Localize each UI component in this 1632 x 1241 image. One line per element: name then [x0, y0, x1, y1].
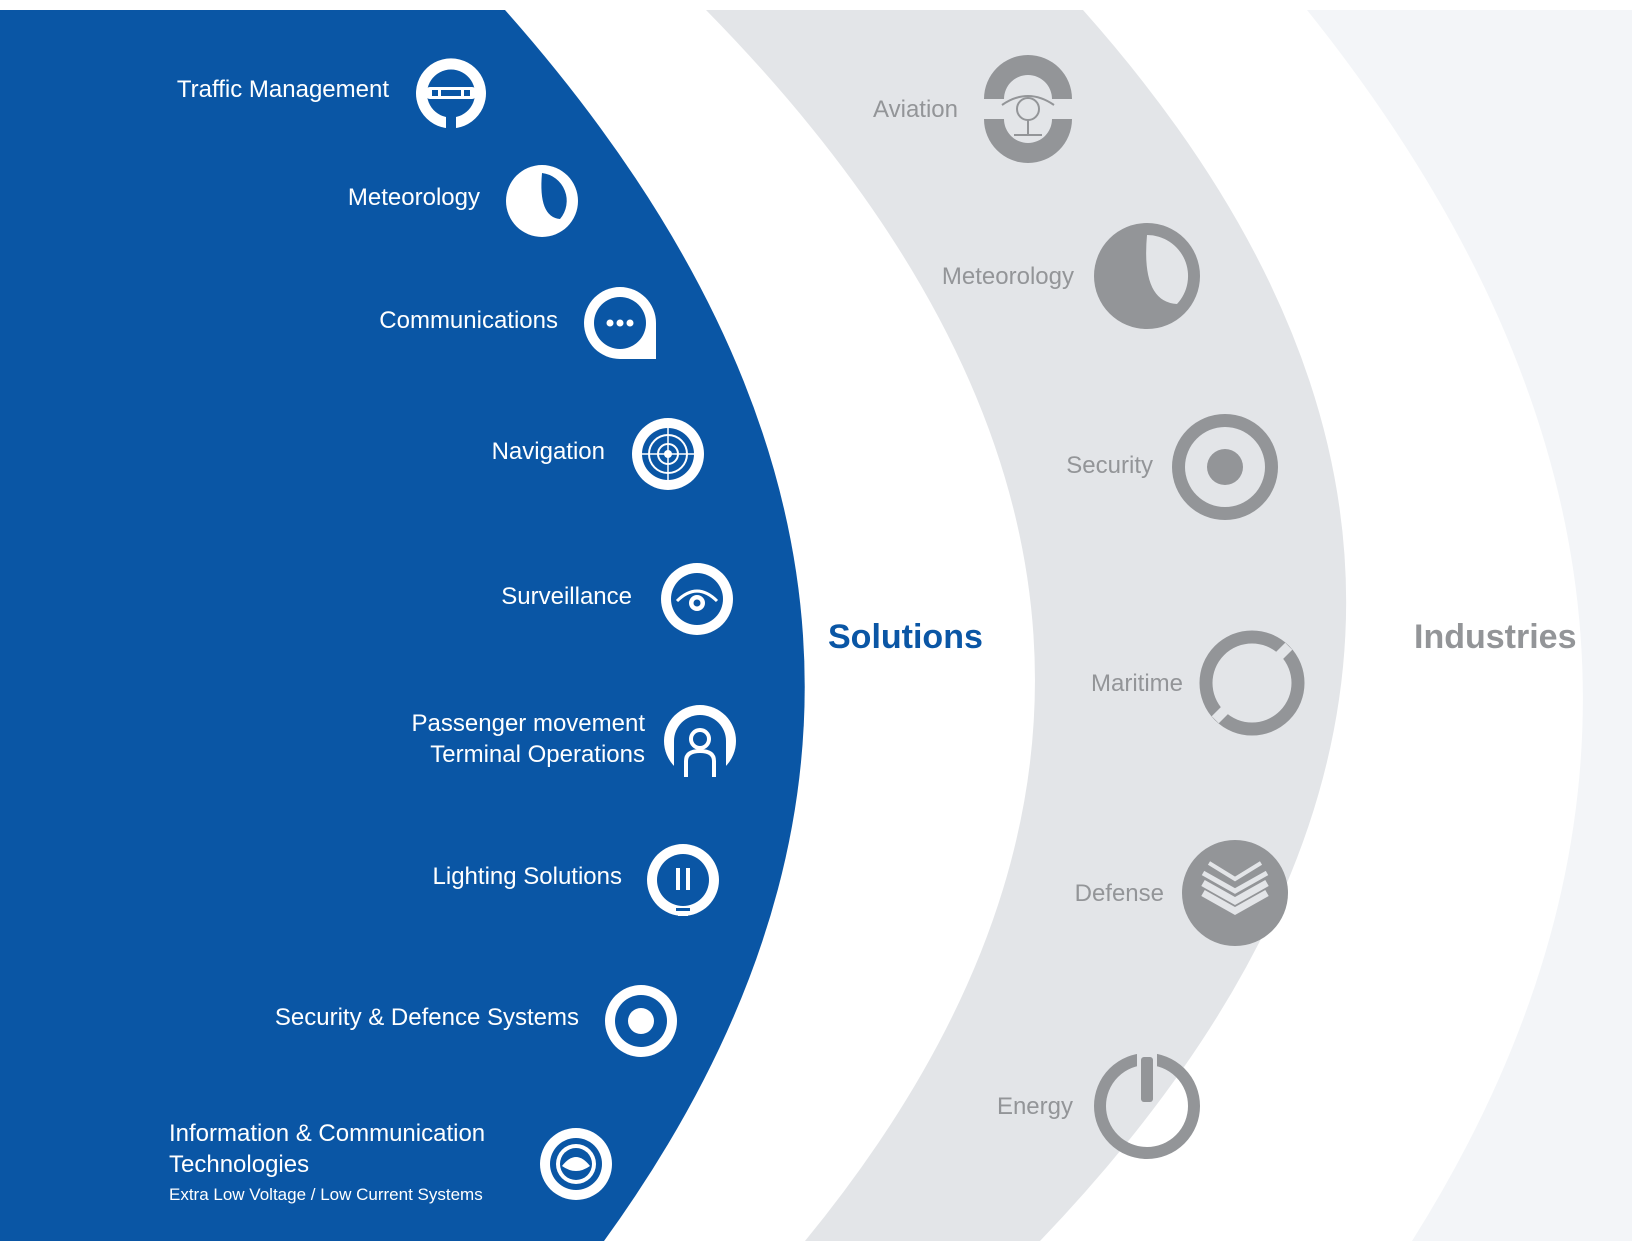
- solution-label: Surveillance: [501, 583, 632, 610]
- lighting-icon: [647, 844, 719, 916]
- aviation-icon: [984, 55, 1072, 163]
- solution-label-line-1: Information & Communication: [169, 1120, 486, 1147]
- ict-icon: [540, 1128, 612, 1200]
- defense-icon: [1182, 840, 1288, 946]
- solution-label: Lighting Solutions: [432, 863, 622, 890]
- communications-icon: [584, 287, 656, 359]
- industry-label: Meteorology: [941, 263, 1074, 290]
- meteorology-icon: [1094, 223, 1200, 329]
- navigation-icon: [632, 418, 704, 490]
- industries-heading: Industries: [1414, 618, 1577, 656]
- solution-label-line-1: Passenger movement: [411, 710, 645, 737]
- industry-label: Aviation: [873, 96, 958, 123]
- solutions-heading: Solutions: [828, 618, 983, 656]
- solution-label: Navigation: [491, 438, 605, 465]
- outer-band: [1307, 10, 1632, 1241]
- security-icon: [1172, 414, 1278, 520]
- solution-label-line-2: Technologies: [169, 1151, 310, 1178]
- solution-label: Communications: [379, 307, 558, 334]
- industry-label: Maritime: [1090, 670, 1183, 697]
- security-defence-icon: [605, 985, 677, 1057]
- industry-label: Defense: [1074, 880, 1164, 907]
- solution-label: Security & Defence Systems: [274, 1004, 579, 1031]
- industry-label: Security: [1066, 452, 1153, 479]
- traffic-management-icon: [416, 58, 486, 128]
- solution-label: Passenger movement Terminal Operations: [412, 708, 645, 770]
- solution-label-line-2: Terminal Operations: [430, 741, 645, 768]
- passenger-movement-icon: [664, 705, 736, 777]
- solution-label: Traffic Management: [176, 76, 389, 103]
- energy-icon: [1094, 1052, 1200, 1159]
- surveillance-icon: [661, 563, 733, 635]
- solution-sublabel: Extra Low Voltage / Low Current Systems: [169, 1185, 483, 1204]
- solution-label: Information & Communication Technologies…: [169, 1118, 485, 1206]
- industries-band: [706, 10, 1347, 1241]
- solution-label: Meteorology: [347, 184, 480, 211]
- industry-label: Energy: [996, 1093, 1073, 1120]
- meteorology-icon: [506, 165, 578, 237]
- maritime-icon: [1199, 630, 1305, 736]
